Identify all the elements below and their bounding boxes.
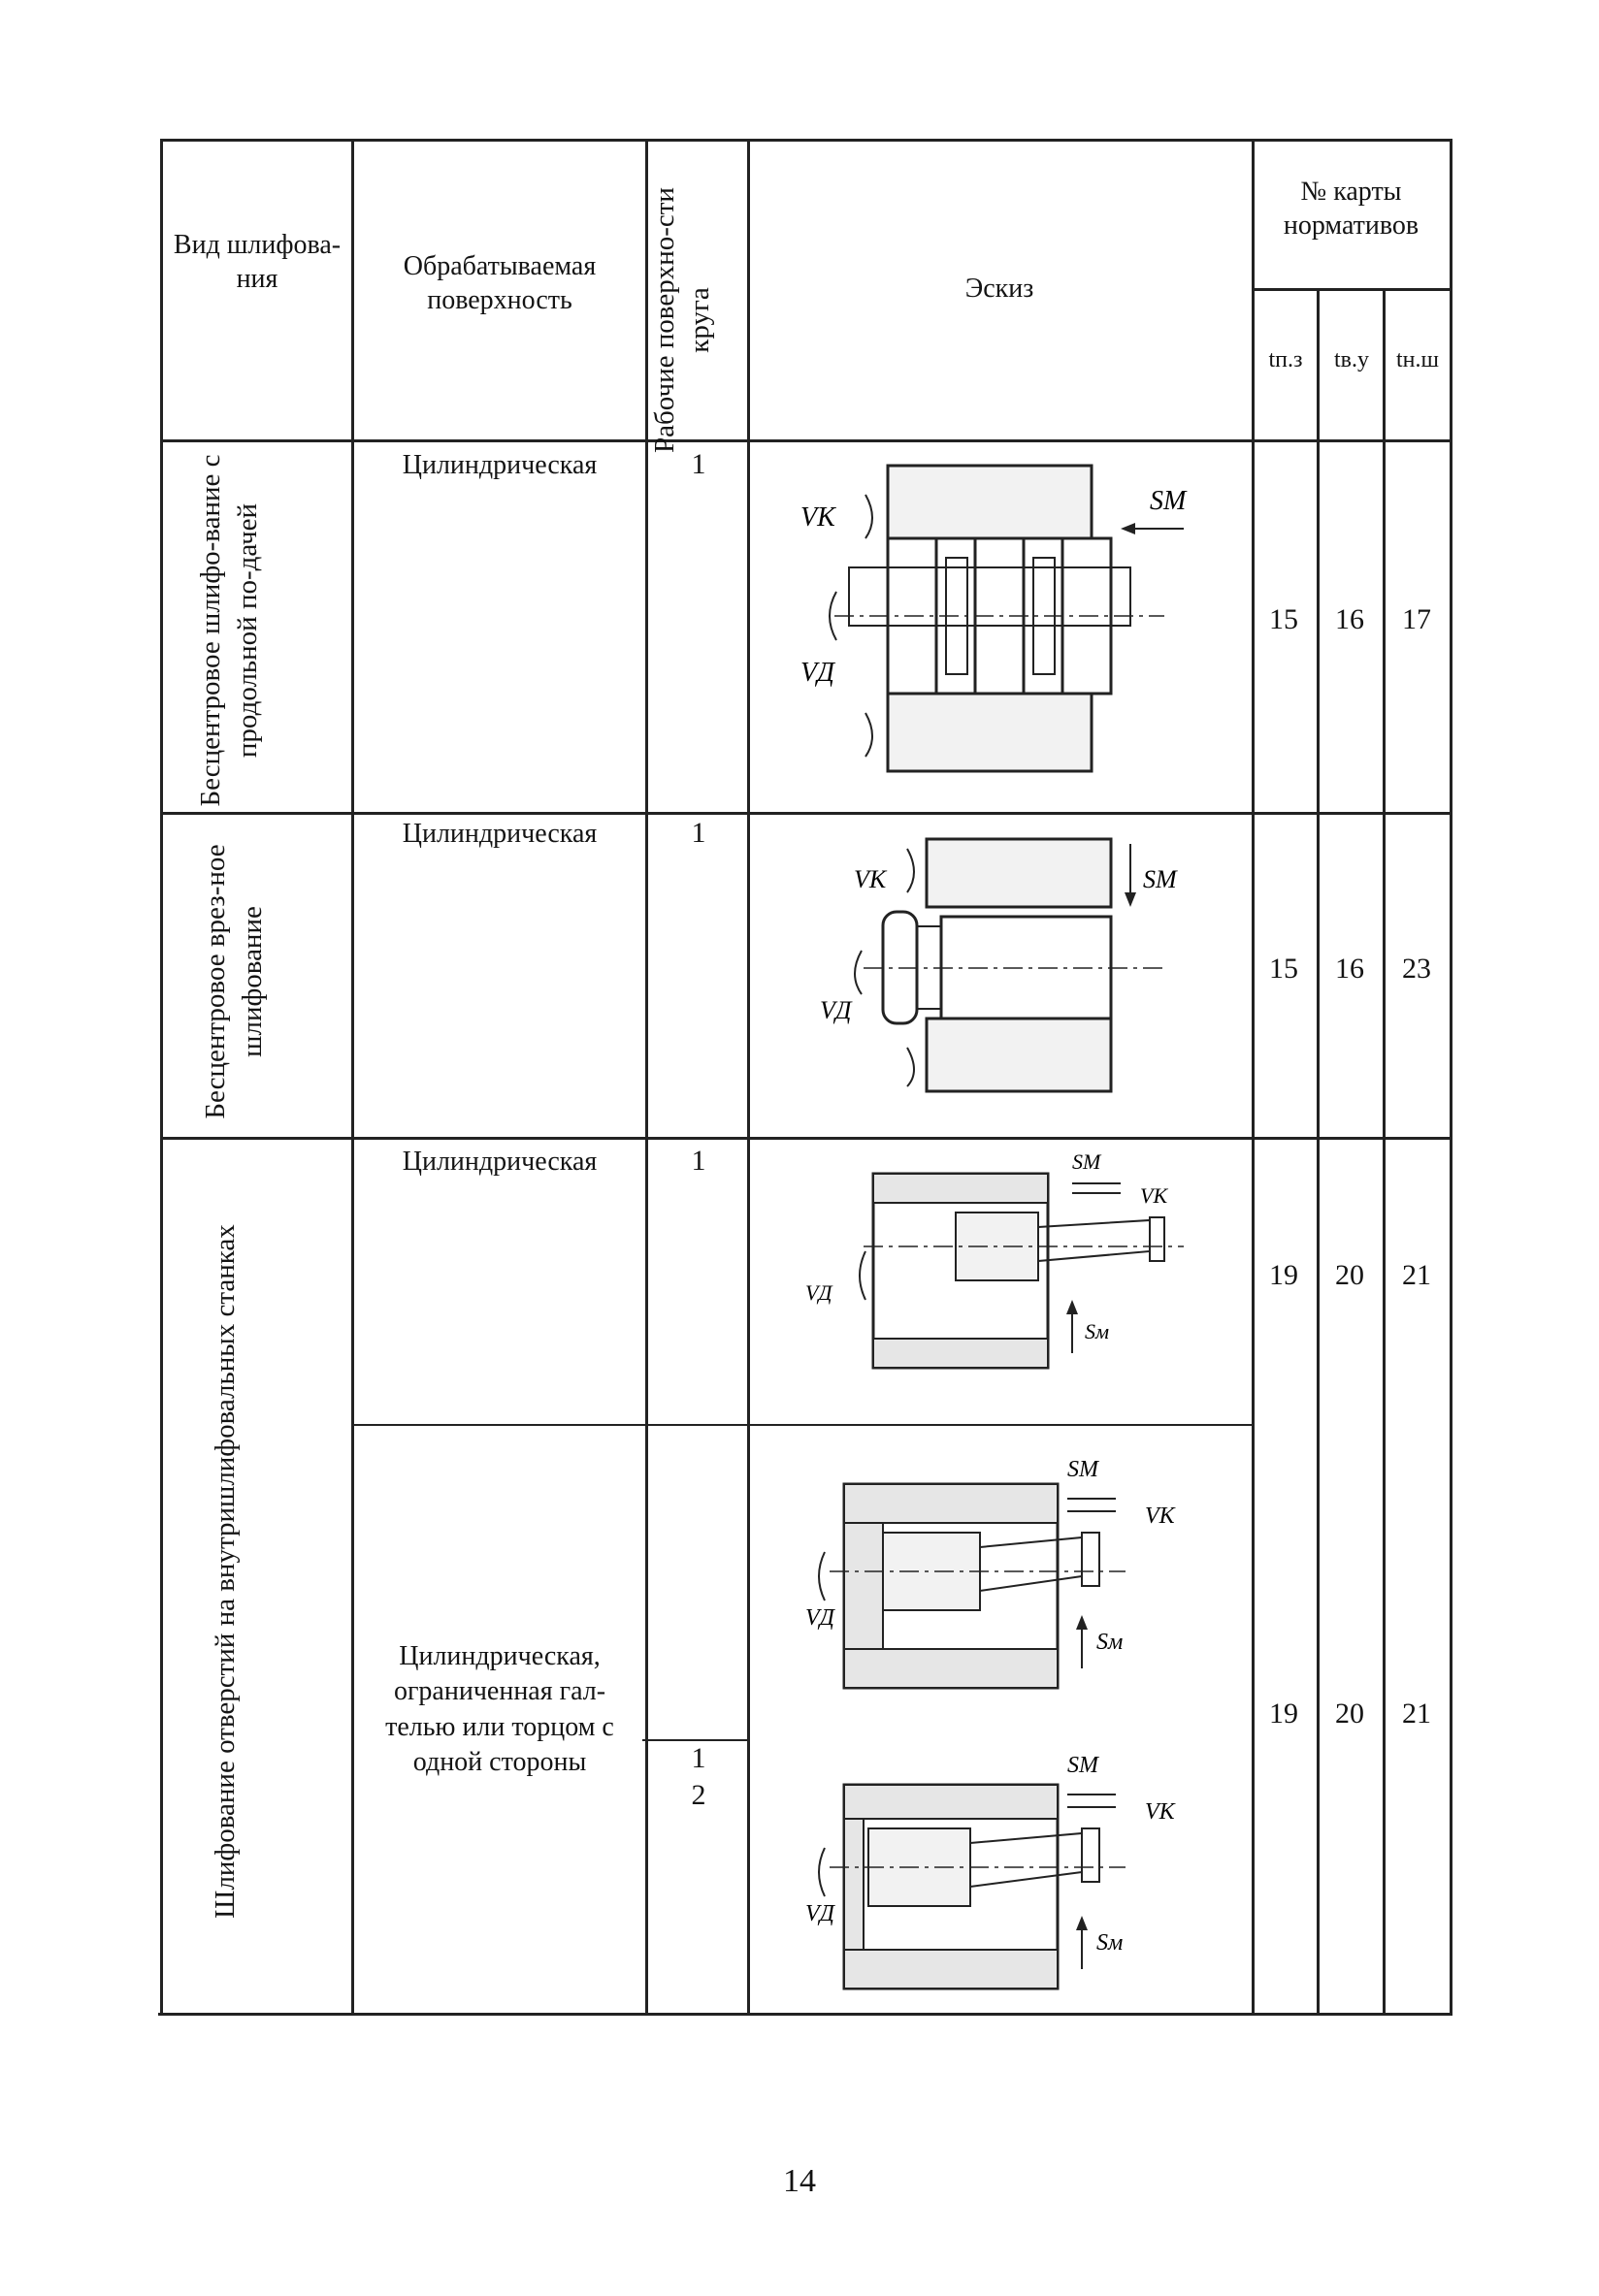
row-4-surface: Цилиндрическая, ограниченная гал-телью и… [385,1641,614,1778]
row-4a-label-sm2: Sм [1096,1630,1123,1655]
row-4-sketch-2: SМ VК VД Sм [776,1741,1223,2003]
row-3-bottom-border [351,1424,1252,1426]
header-tnsh: tн.ш [1396,347,1439,372]
col-5-border [1317,288,1320,2016]
row-1-label-vk: VК [800,502,836,533]
row-4b-label-sm: SМ [1067,1753,1100,1778]
work-split-border [642,1739,749,1741]
row-4-sketch-1: SМ VК VД Sм [776,1436,1223,1727]
row-2-surface: Цилиндрическая [402,819,598,849]
table-left-border [160,139,163,2016]
row-3-label-vd: VД [805,1280,832,1305]
row-2-type: Бесцентровое врез-ное шлифование [200,844,268,1119]
row-2-card-1: 15 [1269,953,1298,985]
header-type: Вид шлифова-ния [173,230,342,294]
row-4b-label-sm2: Sм [1096,1930,1123,1956]
col-6-border [1383,288,1386,2016]
row-2-card-3: 23 [1402,953,1431,985]
row-3-label-sm: SМ [1072,1149,1102,1174]
row-3-surface: Цилиндрическая [402,1147,598,1177]
row-1-label-sm: SМ [1150,486,1188,516]
row-2-label-vk: VК [854,865,888,893]
row-1-type: Бесцентровое шлифо-вание с продольной по… [195,454,263,807]
row-4-card-2: 20 [1335,1698,1364,1730]
col-4-border [1252,139,1255,2016]
row-2-label-vd: VД [820,996,853,1024]
row-4b-label-vk: VК [1145,1799,1177,1825]
row-1-work: 1 [691,448,706,480]
row-4-card-3: 21 [1402,1698,1431,1730]
col-1-border [351,139,354,2016]
col-3-border [747,139,750,2016]
row-3-label-vk: VК [1140,1183,1168,1208]
col-2-border [645,139,648,2016]
row-1-card-2: 16 [1335,603,1364,635]
row-3-sketch: SМ VК VД Sм [776,1145,1223,1416]
regulating-wheel-shape [886,692,1093,773]
row-4-work-2: 2 [691,1779,706,1811]
norm-cards-divider [1252,288,1452,291]
table-top-border [162,139,1452,142]
row-1-sketch: VК SМ VД [776,456,1223,786]
row-2-bottom-border [162,1137,1452,1140]
row-2-work: 1 [691,817,706,849]
row-4a-label-vk: VК [1145,1504,1177,1529]
table-bottom-border [158,2013,1452,2016]
row-3-card-2: 20 [1335,1259,1364,1291]
row-1-label-vd: VД [800,658,836,688]
page-number: 14 [783,2163,816,2199]
row-2-sketch: VК SМ VД [776,825,1223,1116]
row-4b-label-vd: VД [805,1901,836,1926]
row-4a-label-vd: VД [805,1605,836,1631]
row-4-card-1: 19 [1269,1698,1298,1730]
row-3-type: Шлифование отверстий на внутришлифовальн… [210,1224,241,1919]
header-surface: Обрабатываемая поверхность [403,251,597,315]
grinding-wheel-shape [886,464,1093,540]
header-bottom-border [162,439,1452,442]
row-4-work-1: 1 [691,1742,706,1774]
header-work-surfaces: Рабочие поверхно-сти круга [649,187,716,453]
header-norm-cards: № карты нормативов [1283,177,1420,241]
row-3-work: 1 [691,1145,706,1177]
header-sketch: Эскиз [964,274,1034,304]
row-4a-label-sm: SМ [1067,1457,1100,1482]
table-right-border [1450,139,1452,2016]
row-1-card-1: 15 [1269,603,1298,635]
row-3-card-3: 21 [1402,1259,1431,1291]
row-2-label-sm: SМ [1143,865,1178,893]
row-3-label-sm2: Sм [1085,1319,1109,1343]
row-2-card-2: 16 [1335,953,1364,985]
workpiece-shaft-shape [848,566,1131,627]
row-1-bottom-border [162,812,1452,815]
header-tvu: tв.у [1334,347,1369,372]
row-3-card-1: 19 [1269,1259,1298,1291]
row-1-card-3: 17 [1402,603,1431,635]
header-tpz: tп.з [1268,347,1303,372]
row-1-surface: Цилиндрическая [402,450,598,480]
